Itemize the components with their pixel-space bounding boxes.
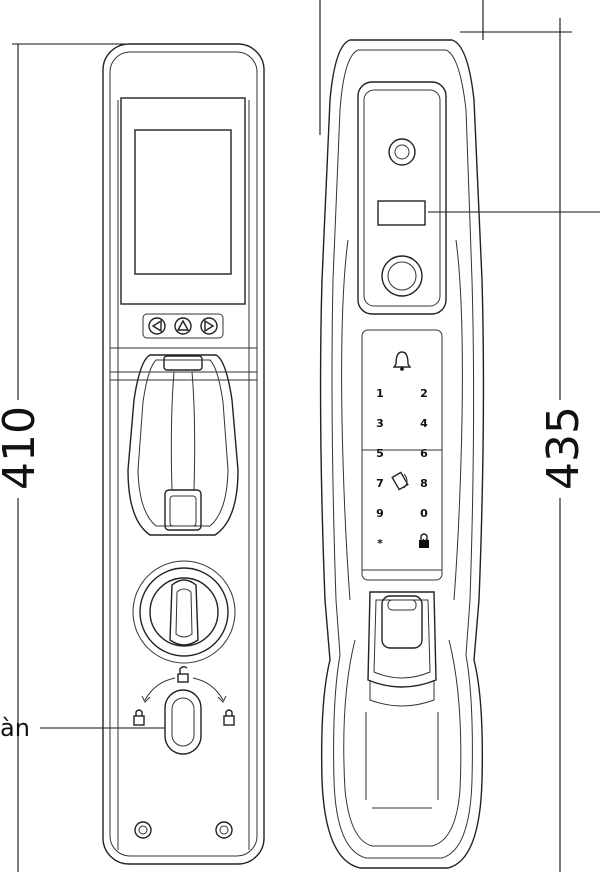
handle-callout: àn bbox=[0, 714, 165, 742]
doorbell-icon[interactable] bbox=[392, 351, 412, 371]
front-view bbox=[102, 43, 265, 865]
left-arrow-icon bbox=[151, 319, 162, 333]
key-1[interactable]: 1 bbox=[376, 387, 384, 400]
key-8[interactable]: 8 bbox=[420, 477, 428, 490]
side-height-dimension: 435 bbox=[460, 18, 589, 872]
sensor-module bbox=[357, 81, 447, 315]
fingerprint-sensor bbox=[164, 489, 202, 531]
right-arrow-button[interactable] bbox=[200, 317, 218, 335]
key-7[interactable]: 7 bbox=[376, 477, 384, 490]
thumb-turn-knob[interactable] bbox=[132, 560, 236, 664]
screw-left bbox=[134, 821, 152, 839]
key-2[interactable]: 2 bbox=[420, 387, 428, 400]
side-fingerprint-sensor bbox=[381, 595, 423, 649]
key-4[interactable]: 4 bbox=[420, 417, 428, 430]
display-screen bbox=[134, 129, 232, 275]
up-arrow-button[interactable] bbox=[174, 317, 192, 335]
front-body-inner bbox=[109, 51, 258, 857]
keypad-panel bbox=[361, 329, 443, 581]
front-body-outer bbox=[102, 43, 265, 865]
up-arrow-icon bbox=[176, 319, 190, 331]
lock-icon-left bbox=[133, 715, 145, 726]
key-slot-cover[interactable] bbox=[164, 689, 202, 755]
keypad-lock-icon bbox=[419, 533, 429, 548]
side-height-label: 435 bbox=[538, 406, 589, 490]
side-view: 1 2 3 4 5 6 7 8 9 0 * # bbox=[319, 39, 485, 869]
side-outer-shell bbox=[319, 39, 485, 869]
unlock-icon bbox=[177, 673, 189, 683]
front-height-label: 410 bbox=[0, 406, 45, 490]
right-arrow-icon bbox=[204, 319, 215, 333]
key-0[interactable]: 0 bbox=[420, 507, 428, 520]
lock-direction-indicator bbox=[133, 666, 235, 726]
left-arrow-button[interactable] bbox=[148, 317, 166, 335]
key-5[interactable]: 5 bbox=[376, 447, 384, 460]
key-6[interactable]: 6 bbox=[420, 447, 428, 460]
front-height-dimension: 410 bbox=[0, 43, 140, 872]
key-star[interactable]: * bbox=[377, 537, 383, 550]
handle-callout-label: àn bbox=[0, 714, 30, 742]
card-reader-icon bbox=[391, 471, 409, 491]
camera-lens bbox=[388, 138, 416, 166]
face-sensor bbox=[381, 255, 423, 297]
key-3[interactable]: 3 bbox=[376, 417, 384, 430]
nav-buttons bbox=[142, 313, 224, 339]
lock-icon-right bbox=[223, 715, 235, 726]
display-frame bbox=[120, 97, 246, 305]
front-handle[interactable] bbox=[127, 354, 239, 536]
side-handle[interactable] bbox=[367, 591, 437, 707]
screw-right bbox=[215, 821, 233, 839]
proximity-sensor bbox=[377, 200, 426, 226]
key-9[interactable]: 9 bbox=[376, 507, 384, 520]
